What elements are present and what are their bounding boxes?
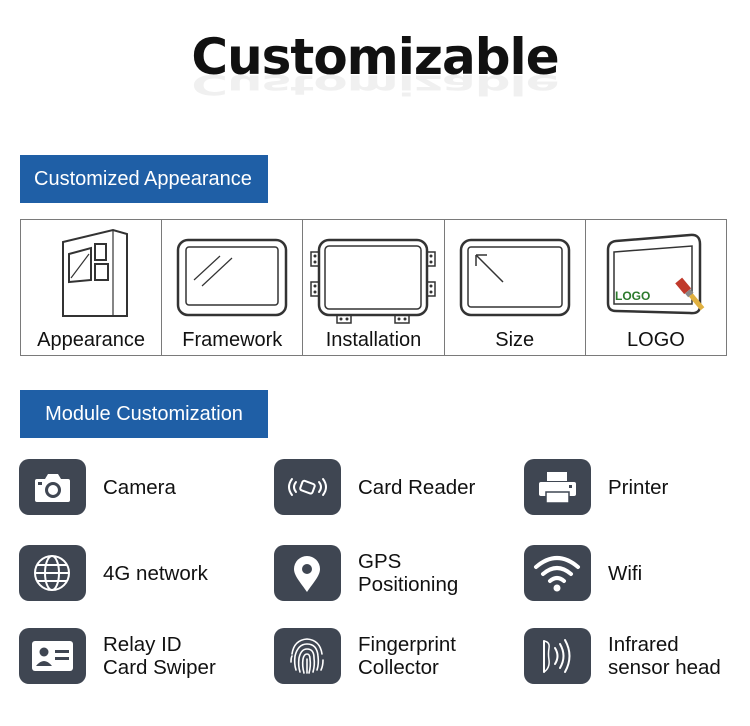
appearance-label: Appearance: [37, 329, 146, 351]
module-card-reader: Card Reader: [274, 459, 514, 515]
appearance-cell-logo: LOGO LOGO: [586, 220, 726, 355]
appearance-cell-size: Size: [445, 220, 586, 355]
printer-icon: [539, 472, 576, 504]
appearance-cell-framework: Framework: [162, 220, 304, 355]
fingerprint-icon: [290, 638, 324, 674]
module-label-wifi: Wifi: [608, 561, 643, 585]
appearance-cell-appearance: Appearance: [21, 220, 163, 355]
installation-label: Installation: [325, 329, 422, 351]
module-label-infrared-2: sensor head: [608, 656, 721, 679]
globe-icon: [34, 555, 70, 591]
size-label: Size: [495, 329, 535, 351]
title-area: Customizable: [0, 22, 750, 92]
resize-icon: [459, 238, 570, 317]
framework-label: Framework: [182, 329, 283, 351]
module-label-camera: Camera: [103, 475, 176, 499]
frame-icon: [176, 238, 288, 317]
module-label-4g: 4G network: [103, 561, 208, 585]
mounting-bracket-icon: [310, 238, 437, 324]
module-label-relay-2: Card Swiper: [103, 656, 216, 679]
module-label-relay-1: Relay ID: [103, 633, 182, 656]
module-label-fingerprint-1: Fingerprint: [358, 633, 456, 656]
map-pin-icon: [294, 556, 320, 592]
module-label-card-reader: Card Reader: [358, 475, 476, 499]
page-title: Customizable: [191, 28, 559, 86]
module-wifi: Wifi: [524, 545, 750, 601]
nfc-reader-icon: [288, 478, 327, 496]
module-infrared: Infrared sensor head: [524, 628, 750, 684]
logo-brush-icon: LOGO: [606, 233, 705, 315]
module-printer: Printer: [524, 459, 750, 515]
module-label-infrared-1: Infrared: [608, 633, 679, 656]
section-label-appearance: Customized Appearance: [20, 155, 268, 203]
logo-label: LOGO: [627, 329, 685, 351]
camera-icon: [35, 474, 70, 502]
logo-mark-text: LOGO: [615, 289, 650, 303]
module-relay-id: Relay ID Card Swiper: [19, 628, 259, 684]
id-card-icon: [32, 641, 73, 671]
module-fingerprint: Fingerprint Collector: [274, 628, 514, 684]
wifi-icon: [534, 556, 580, 592]
module-gps: GPS Positioning: [274, 545, 514, 601]
appearance-cell-installation: Installation: [303, 220, 445, 355]
module-label-fingerprint-2: Collector: [358, 656, 439, 679]
module-4g-network: 4G network: [19, 545, 259, 601]
module-label-gps-1: GPS: [358, 550, 402, 573]
module-camera: Camera: [19, 459, 259, 515]
section-label-modules: Module Customization: [20, 390, 268, 438]
kiosk-icon: [62, 228, 128, 317]
infrared-sensor-icon: [543, 639, 571, 673]
module-label-printer: Printer: [608, 475, 669, 499]
module-label-gps-2: Positioning: [358, 573, 459, 596]
appearance-grid: Appearance Framework: [20, 219, 727, 356]
